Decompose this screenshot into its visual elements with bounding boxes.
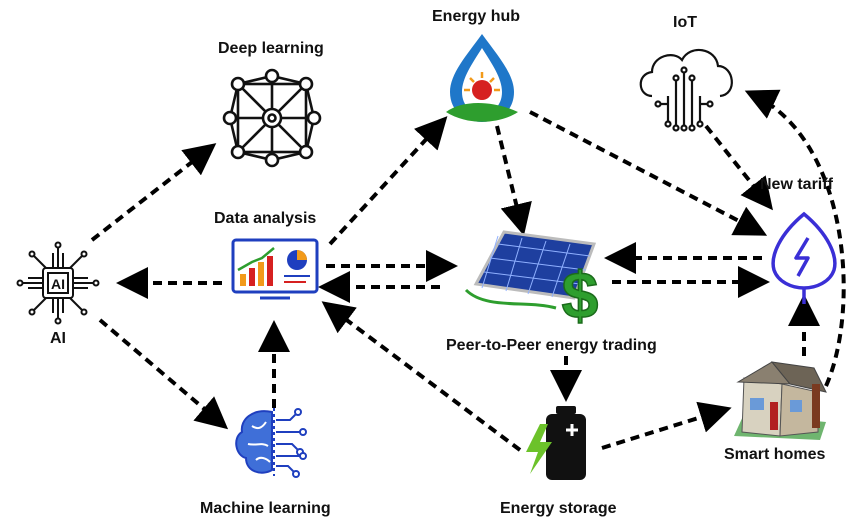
label-data-analysis: Data analysis [214,210,317,227]
brain-circuit-icon [235,408,307,478]
label-deep-learning: Deep learning [218,40,324,57]
house-icon [734,361,827,440]
arrow-energy-hub-p2p [495,125,532,236]
arrow-storage-smart-homes [601,401,732,450]
arrow-ai-deep-learning [90,143,217,242]
arrows [90,89,846,452]
analytics-monitor-icon [231,238,319,300]
arrow-energy-hub-tariff [529,110,768,236]
label-p2p: Peer-to-Peer energy trading [446,337,657,354]
label-energy-storage: Energy storage [500,500,617,517]
label-machine-learning: Machine learning [200,500,331,517]
solar-panel-dollar-icon: $ [464,230,599,333]
arrow-data-analysis-energy-hub [328,116,448,246]
energy-drop-icon [446,34,518,122]
label-iot: IoT [673,14,697,31]
arrow-smart-homes-iot [744,89,846,387]
battery-icon [526,406,586,480]
arrow-iot-tariff [704,124,773,211]
svg-text:AI: AI [51,276,65,292]
cloud-circuit-icon [639,49,733,132]
label-smart-homes: Smart homes [724,446,826,463]
arrow-ai-machine-learning [98,318,229,430]
leaf-bolt-icon [771,211,837,304]
ai-chip-icon: AI [16,241,100,325]
label-new-tariff: New tariff [760,176,833,193]
neural-network-icon [222,68,322,168]
label-ai: AI [50,330,66,347]
label-energy-hub: Energy hub [432,8,521,25]
svg-text:$: $ [562,258,599,332]
arrow-storage-data-analysis [321,301,522,452]
